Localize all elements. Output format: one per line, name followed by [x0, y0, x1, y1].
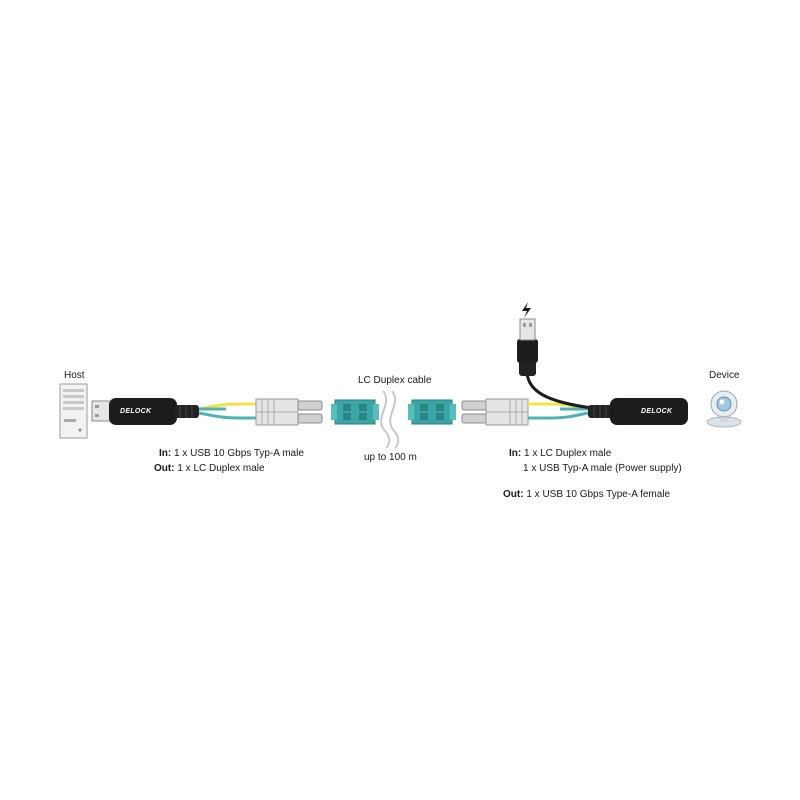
- left-spec-in-label: In:: [159, 448, 172, 459]
- left-spec-out-value: 1 x LC Duplex male: [177, 463, 265, 474]
- left-spec-out-label: Out:: [154, 463, 175, 474]
- desktop-tower-icon: [59, 383, 88, 439]
- left-usb-fiber-adapter: DELOCK: [109, 398, 199, 425]
- right-spec-in-value-1: 1 x LC Duplex male: [524, 448, 612, 459]
- right-spec-in-value-2: 1 x USB Typ-A male (Power supply): [523, 463, 682, 474]
- usb-a-male-plug-left: [91, 400, 112, 422]
- cable-break-symbol: [380, 390, 400, 449]
- host-label: Host: [64, 370, 85, 381]
- right-spec-in: In: 1 x LC Duplex male: [509, 447, 611, 460]
- lc-coupler-right: [408, 399, 456, 425]
- power-usb-cable: [517, 318, 593, 410]
- lc-coupler-left: [331, 399, 379, 425]
- left-spec-out: Out: 1 x LC Duplex male: [154, 462, 265, 475]
- left-fiber-pair: [198, 402, 262, 420]
- right-spec-out-label: Out:: [503, 489, 524, 500]
- right-fiber-usb-adapter: DELOCK: [588, 398, 688, 425]
- distance-label: up to 100 m: [364, 452, 417, 463]
- right-spec-out: Out: 1 x USB 10 Gbps Type-A female: [503, 488, 670, 501]
- lc-duplex-cable-label: LC Duplex cable: [358, 375, 432, 386]
- left-spec-in-value: 1 x USB 10 Gbps Typ-A male: [174, 448, 304, 459]
- lc-duplex-connector-right: [461, 398, 529, 426]
- device-label: Device: [709, 370, 740, 381]
- lightning-bolt-icon: [522, 302, 531, 318]
- right-spec-out-value: 1 x USB 10 Gbps Type-A female: [526, 489, 671, 500]
- right-spec-in-label: In:: [509, 448, 522, 459]
- brand-logo-right: DELOCK: [641, 408, 673, 415]
- lc-duplex-connector-left: [255, 398, 323, 426]
- left-spec-in: In: 1 x USB 10 Gbps Typ-A male: [159, 447, 304, 460]
- brand-logo-left: DELOCK: [120, 408, 152, 415]
- webcam-icon: [706, 390, 742, 428]
